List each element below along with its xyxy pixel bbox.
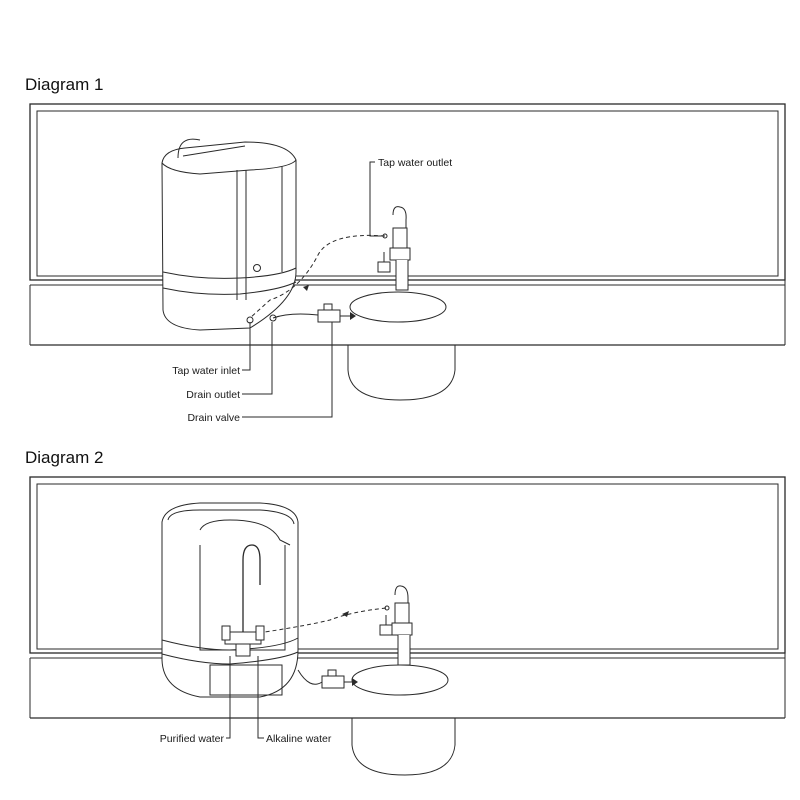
- sink-opening-2: [351, 664, 449, 696]
- label-purified-water: Purified water: [160, 733, 225, 745]
- sink-bowl-1: [347, 345, 456, 401]
- diagram-2: Purified water Alkaline water: [29, 476, 786, 776]
- label-tap-water-outlet: Tap water outlet: [378, 157, 452, 169]
- label-drain-outlet: Drain outlet: [186, 389, 240, 401]
- sink-opening-1: [349, 291, 447, 323]
- faucet-2: [379, 585, 413, 666]
- label-alkaline-water: Alkaline water: [266, 733, 332, 745]
- diagram-2-title: Diagram 2: [25, 448, 104, 467]
- unit-faucet-icon: [242, 544, 261, 640]
- leader-lines-1: [242, 161, 385, 418]
- hoses-1: [249, 234, 386, 323]
- sink-bowl-2: [351, 718, 456, 776]
- leader-lines-2: [226, 656, 264, 739]
- drain-valve-icon-2: [321, 675, 345, 689]
- drain-valve-icon: [317, 309, 341, 323]
- ionizer-unit-1: [161, 138, 297, 331]
- label-tap-water-inlet: Tap water inlet: [172, 365, 240, 377]
- faucet-1: [377, 206, 411, 291]
- power-button-icon: [253, 264, 261, 272]
- ionizer-unit-2: [161, 502, 299, 698]
- diagram-1: Tap water outlet Tap water inlet Drain o…: [29, 103, 786, 424]
- hoses-2: [264, 607, 387, 689]
- diagram-1-title: Diagram 1: [25, 75, 104, 94]
- outlet-fitting-icon: [269, 314, 277, 322]
- label-drain-valve: Drain valve: [187, 412, 240, 424]
